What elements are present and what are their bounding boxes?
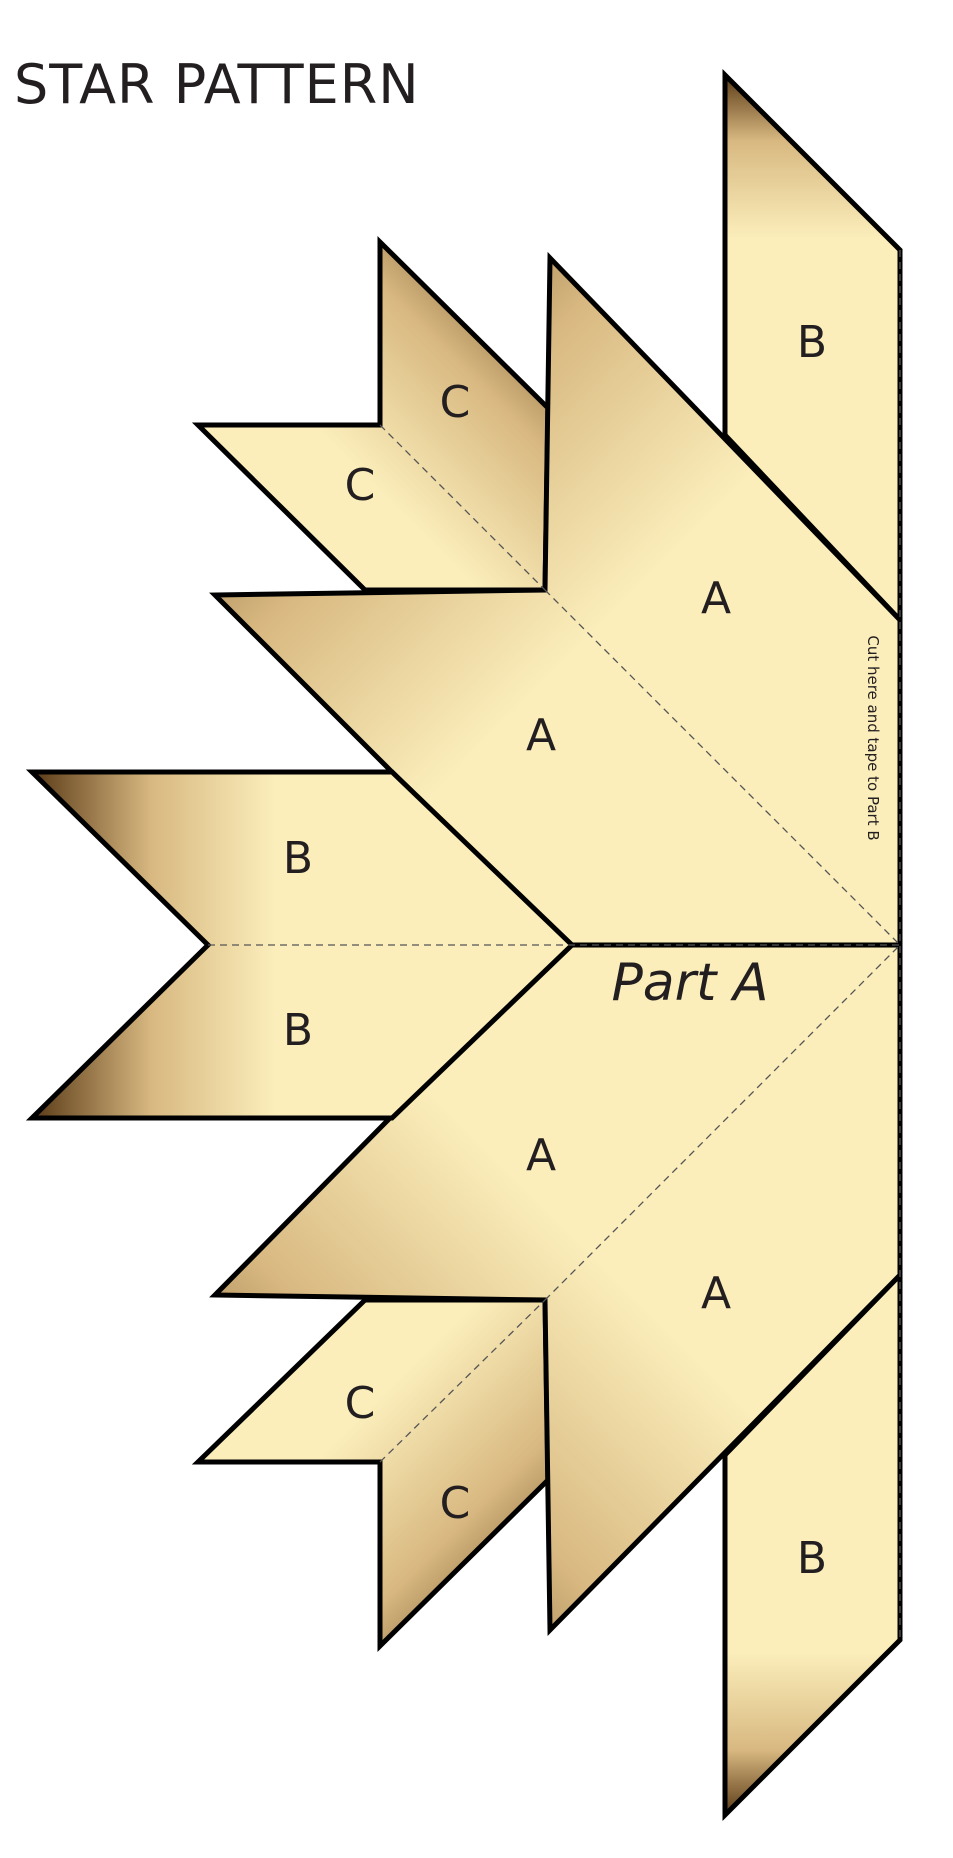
label-b-left-lower: B [283,1005,313,1056]
label-a-bottom-left: A [526,1130,556,1181]
label-c-bottom-1: C [345,1378,376,1429]
piece-c-bottom [191,1297,551,1652]
page-title: STAR PATTERN [14,53,420,116]
fold-c-top [379,424,546,591]
label-a-bottom-right: A [701,1268,731,1319]
label-c-bottom-2: C [440,1478,471,1529]
label-a-top-right: A [701,573,731,624]
label-c-top-2: C [345,460,376,511]
part-label: Part A [611,953,768,1013]
fold-c-bottom [379,1299,546,1463]
label-b-top-right: B [797,317,827,368]
piece-c-top [191,236,551,593]
label-a-top-left: A [526,710,556,761]
label-c-top-1: C [440,377,471,428]
label-b-left-upper: B [283,833,313,884]
cut-note: Cut here and tape to Part B [864,635,882,840]
label-b-bottom-right: B [797,1533,827,1584]
